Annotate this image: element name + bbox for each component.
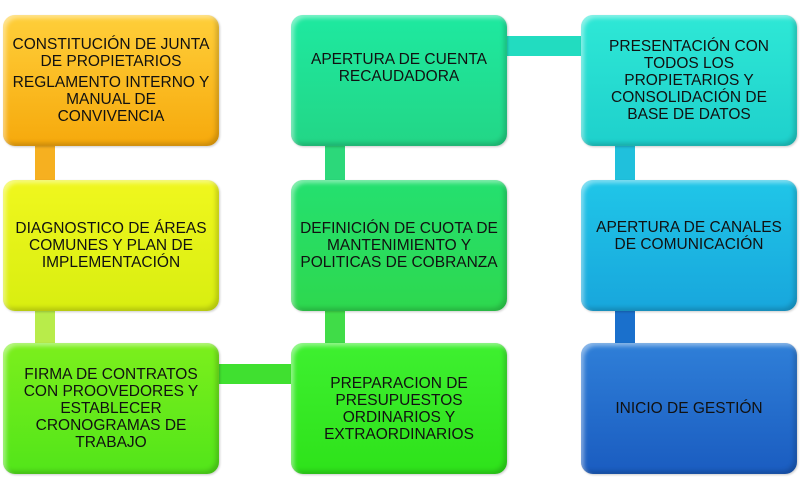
step-text: DEFINICIÓN DE CUOTA DE MANTENIMIENTO Y P… (300, 220, 498, 271)
step-cuota-mantenimiento: DEFINICIÓN DE CUOTA DE MANTENIMIENTO Y P… (291, 180, 507, 311)
connector-6-7 (507, 36, 582, 56)
step-text: APERTURA DE CUENTA RECAUDADORA (311, 50, 487, 85)
step-inicio-gestion: INICIO DE GESTIÓN (581, 343, 797, 474)
step-cuenta-recaudadora: APERTURA DE CUENTA RECAUDADORA (291, 15, 507, 146)
step-text: INICIO DE GESTIÓN (615, 400, 763, 417)
step-text: PREPARACION DE PRESUPUESTOS ORDINARIOS Y… (324, 374, 474, 443)
step-text: APERTURA DE CANALES DE COMUNICACIÓN (596, 218, 782, 253)
step-text: PRESENTACIÓN CON TODOS LOS PROPIETARIOS … (609, 38, 769, 123)
connector-3-4 (218, 364, 292, 384)
connector-8-9 (615, 310, 635, 344)
step-text: FIRMA DE CONTRATOS CON PROOVEDORES Y EST… (23, 366, 199, 451)
step-presupuestos: PREPARACION DE PRESUPUESTOS ORDINARIOS Y… (291, 343, 507, 474)
connector-2-3 (35, 310, 55, 344)
step-junta-propietarios: CONSTITUCIÓN DE JUNTA DE PROPIETARIOS RE… (3, 15, 219, 146)
connector-4-5 (325, 310, 345, 344)
connector-7-8 (615, 146, 635, 181)
connector-5-6 (325, 146, 345, 181)
step-text: REGLAMENTO INTERNO Y MANUAL DE CONVIVENC… (12, 74, 210, 125)
step-text: DIAGNOSTICO DE ÁREAS COMUNES Y PLAN DE I… (15, 220, 207, 271)
step-firma-contratos: FIRMA DE CONTRATOS CON PROOVEDORES Y EST… (3, 343, 219, 474)
step-presentacion-propietarios: PRESENTACIÓN CON TODOS LOS PROPIETARIOS … (581, 15, 797, 146)
connector-1-2 (35, 146, 55, 181)
step-diagnostico-areas: DIAGNOSTICO DE ÁREAS COMUNES Y PLAN DE I… (3, 180, 219, 311)
step-text: CONSTITUCIÓN DE JUNTA DE PROPIETARIOS (12, 36, 210, 70)
step-canales-comunicacion: APERTURA DE CANALES DE COMUNICACIÓN (581, 180, 797, 311)
